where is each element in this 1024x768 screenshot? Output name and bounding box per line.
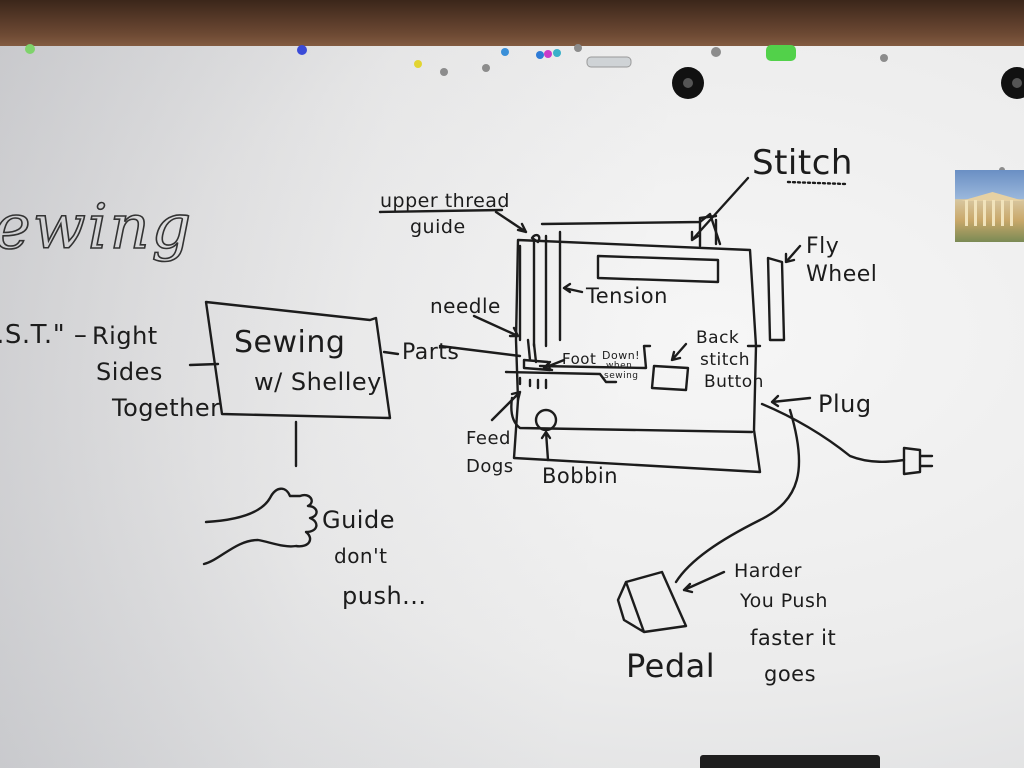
arrow-stitch xyxy=(690,176,750,242)
pedal-drawing xyxy=(616,570,688,634)
underline-stitch xyxy=(786,180,848,186)
arrow-upper-thread-guide xyxy=(494,210,528,234)
pushpin-icon xyxy=(440,68,448,76)
label-foot-note-1: Down! xyxy=(602,349,641,362)
eraser-on-tray xyxy=(700,755,880,768)
pushpin-icon xyxy=(553,49,561,57)
title-partial: ewing xyxy=(0,190,194,263)
label-pedal: Pedal xyxy=(626,647,716,685)
label-pedal-note-4: goes xyxy=(764,662,817,686)
arrow-pedal xyxy=(682,570,726,594)
pushpin-icon xyxy=(482,64,490,72)
pushpin-icon xyxy=(766,45,796,61)
label-needle: needle xyxy=(430,294,501,318)
bobbin-cover xyxy=(534,408,558,432)
free-arm xyxy=(510,396,754,434)
guide-line-2: don't xyxy=(334,544,388,568)
pushpin-icon xyxy=(501,48,509,56)
guide-line-1: Guide xyxy=(322,506,395,534)
arrow-feed-dogs xyxy=(490,390,522,422)
rst-label: "R.S.T." – xyxy=(0,320,88,350)
tension-column xyxy=(518,230,562,348)
label-pedal-note-2: You Push xyxy=(740,590,828,612)
underline-upper-thread xyxy=(378,208,504,214)
label-upper-thread-1: upper thread xyxy=(380,190,510,212)
arrow-needle xyxy=(472,314,520,338)
pushpin-icon xyxy=(536,51,544,59)
arrow-parts xyxy=(438,344,522,358)
whiteboard-frame xyxy=(0,0,1024,50)
arm-underside xyxy=(538,344,652,370)
needle-plate xyxy=(504,370,618,384)
label-plug: Plug xyxy=(818,390,872,418)
power-cord xyxy=(760,402,906,463)
rst-word-2: Sides xyxy=(96,358,163,386)
sign-link-right xyxy=(382,350,400,356)
pushpin-icon xyxy=(880,54,888,62)
label-dogs: Dogs xyxy=(466,456,514,477)
back-stitch-button xyxy=(650,364,690,392)
pushpin-icon xyxy=(297,45,307,55)
plug-drawing xyxy=(902,446,934,476)
fly-wheel xyxy=(766,256,786,342)
label-stitch: Stitch xyxy=(752,143,853,183)
pushpin-icon xyxy=(25,44,35,54)
label-foot-note-3: sewing xyxy=(604,371,639,381)
rst-word-3: Together xyxy=(112,394,221,422)
sign-link-left xyxy=(188,362,220,367)
arrow-tension xyxy=(562,282,584,294)
label-fly: Fly xyxy=(806,234,840,259)
arrow-bobbin xyxy=(540,430,552,462)
pushpin-icon xyxy=(586,56,632,68)
sign-subtitle: w/ Shelley xyxy=(254,368,382,396)
photo-parthenon xyxy=(955,170,1024,242)
label-foot-note-2: when xyxy=(606,361,633,371)
label-pedal-note-3: faster it xyxy=(750,626,837,650)
label-stitch-btn: stitch xyxy=(700,350,751,370)
feed-dogs-marks xyxy=(518,376,548,390)
label-bobbin: Bobbin xyxy=(542,464,619,488)
label-foot: Foot xyxy=(562,350,597,368)
pushpin-icon xyxy=(711,47,721,57)
label-wheel: Wheel xyxy=(806,262,878,287)
hand-drawing xyxy=(202,487,318,566)
rst-word-1: Right xyxy=(92,322,158,350)
label-pedal-note-1: Harder xyxy=(734,560,802,582)
arrow-plug xyxy=(770,394,812,408)
label-tension: Tension xyxy=(586,284,668,308)
arrow-fly-wheel xyxy=(784,244,802,264)
parts-label: Parts xyxy=(402,340,460,365)
stitch-display xyxy=(596,254,720,284)
sign-title: Sewing xyxy=(234,325,346,360)
pedal-cord xyxy=(674,408,801,584)
thread-guide-knob xyxy=(530,233,541,244)
needle-bar xyxy=(526,338,538,364)
arrow-back-stitch xyxy=(670,342,688,362)
label-back: Back xyxy=(696,328,740,348)
guide-line-3: push... xyxy=(342,582,427,610)
label-button: Button xyxy=(704,372,764,392)
sign-board-outline xyxy=(204,300,392,420)
pushpin-icon xyxy=(574,44,582,52)
machine-body xyxy=(512,238,762,474)
arrow-foot xyxy=(542,358,566,372)
label-upper-thread-2: guide xyxy=(410,216,466,238)
pushpin-icon xyxy=(414,60,422,68)
label-feed: Feed xyxy=(466,428,511,449)
pushpin-icon xyxy=(544,50,552,58)
